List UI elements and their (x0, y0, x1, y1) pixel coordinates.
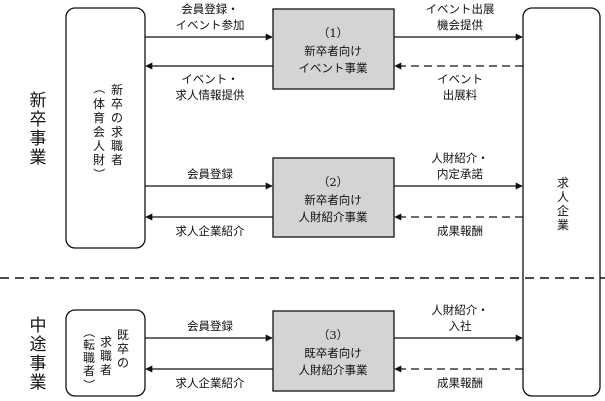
section-label-char: 中 (30, 316, 47, 336)
entity-char: 転 (83, 338, 95, 352)
section-label-char: 途 (30, 335, 47, 355)
entity-char: 既 (117, 328, 129, 342)
flow-label: 入社 (449, 319, 472, 333)
service-line2: 人財紹介事業 (299, 210, 368, 224)
entity-char: （ (92, 82, 106, 94)
flow-label: 機会提供 (437, 18, 483, 32)
service-line2: イベント事業 (299, 61, 368, 75)
hiring-companies-label: 求 人 企 業 (557, 176, 569, 232)
section-label-new-grad: 新 卒 事 業 (30, 91, 47, 168)
flow-label: 人財紹介・ (431, 151, 489, 165)
entity-char: 卒 (111, 97, 123, 111)
entity-char: 企 (557, 203, 569, 218)
new-grad-job-seekers-box (65, 7, 146, 249)
entity-char: 者 (111, 153, 123, 167)
flow-label: 会員登録 (187, 167, 233, 181)
entity-char: （ (82, 326, 96, 338)
section-label-char: 業 (30, 148, 47, 168)
service-box-3: （3） 既卒者向け 人財紹介事業 (272, 310, 395, 392)
entity-char: 人 (93, 139, 105, 153)
entity-char: 会 (93, 125, 105, 139)
service-line1: 新卒者向け (304, 193, 362, 207)
flow-label: 内定承諾 (437, 167, 483, 181)
experienced-job-seekers-label: 既 卒 の 求 職 者 （ 転 職 者 ） (82, 326, 129, 391)
entity-char: 求 (111, 125, 123, 139)
entity-char: 育 (93, 110, 105, 125)
section-label-char: 事 (30, 129, 47, 149)
service-number: （2） (318, 175, 348, 189)
entity-char: 職 (111, 139, 123, 153)
new-grad-job-seekers-label: 新 卒 の 求 職 者 （ 体 育 会 人 財 ） (92, 82, 123, 180)
entity-char: ） (82, 379, 96, 391)
service-number: （3） (318, 328, 348, 342)
service-line1: 既卒者向け (304, 346, 362, 360)
hiring-companies-box (522, 7, 601, 397)
flow-label: 会員登録 (187, 319, 233, 333)
entity-char: の (111, 111, 123, 125)
entity-char: 職 (83, 351, 95, 365)
entity-char: 新 (111, 82, 123, 97)
service-number: （1） (318, 26, 348, 40)
entity-char: の (117, 356, 129, 370)
entity-char: 求 (100, 335, 112, 349)
section-label-char: 卒 (30, 110, 47, 130)
flow-label: 成果報酬 (437, 224, 483, 238)
entity-char: 財 (93, 152, 105, 167)
flow-label: 出展料 (443, 88, 478, 102)
entity-char: ） (92, 168, 106, 180)
section-label-char: 業 (30, 373, 47, 393)
section-label-char: 事 (30, 354, 47, 374)
entity-char: 人 (557, 190, 569, 204)
service-line1: 新卒者向け (304, 44, 362, 58)
entity-char: 者 (83, 364, 95, 378)
flow-label: イベント (437, 72, 483, 86)
section-label-char: 新 (30, 91, 47, 111)
flow-label: 求人企業紹介 (176, 376, 245, 390)
flow-label: 求人情報提供 (176, 88, 245, 102)
flow-label: イベント・ (181, 72, 239, 86)
entity-char: 職 (100, 349, 112, 363)
flow-label: 会員登録・ (181, 2, 239, 16)
flow-label: 求人企業紹介 (176, 224, 245, 238)
service-line2: 人財紹介事業 (299, 363, 368, 377)
flow-label: 成果報酬 (437, 376, 483, 390)
entity-char: 卒 (117, 342, 129, 356)
section-label-mid-career: 中 途 事 業 (30, 316, 47, 393)
entity-char: 者 (100, 363, 112, 377)
flow-label: イベント参加 (176, 18, 245, 32)
experienced-job-seekers-box (65, 309, 146, 397)
entity-char: 求 (557, 176, 569, 190)
flow-label: イベント出展 (426, 2, 495, 16)
entity-char: 体 (93, 97, 105, 111)
service-box-2: （2） 新卒者向け 人財紹介事業 (272, 157, 395, 238)
entity-char: 業 (557, 218, 569, 232)
flow-label: 人財紹介・ (431, 303, 489, 317)
service-box-1: （1） 新卒者向け イベント事業 (272, 8, 395, 90)
